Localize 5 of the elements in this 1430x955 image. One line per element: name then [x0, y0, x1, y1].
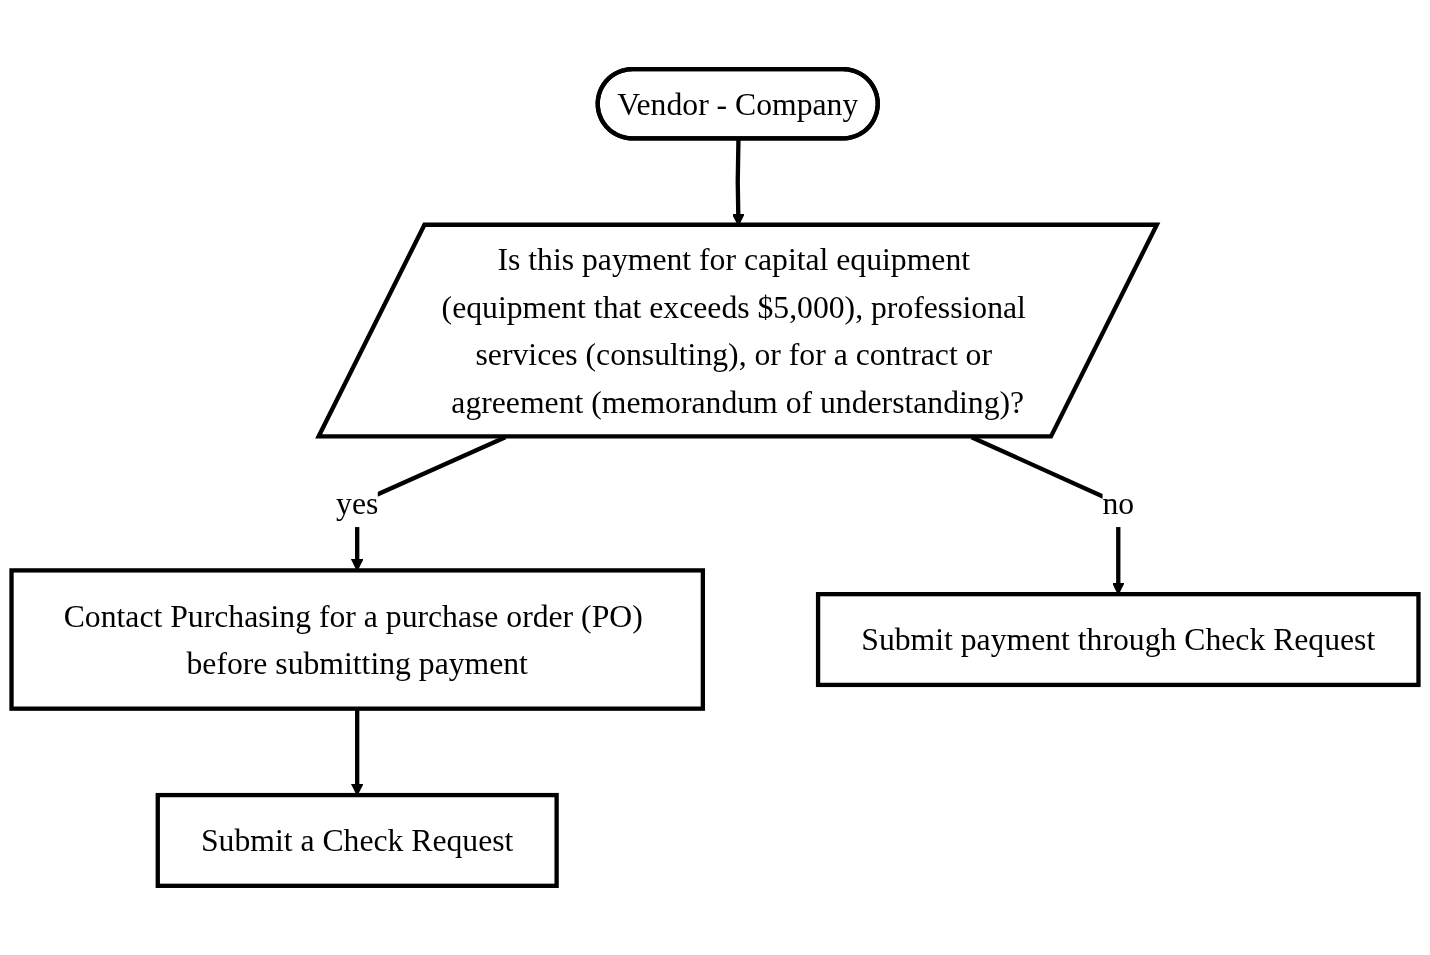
edge-label: no [1102, 485, 1135, 522]
node-box: Contact Purchasing for a purchase order (PO) before submitting payment [9, 568, 705, 711]
edge-label: yes [336, 485, 379, 522]
node-box: Submit a Check Request [155, 792, 559, 888]
node-box: Submit payment through Check Request [815, 592, 1421, 688]
